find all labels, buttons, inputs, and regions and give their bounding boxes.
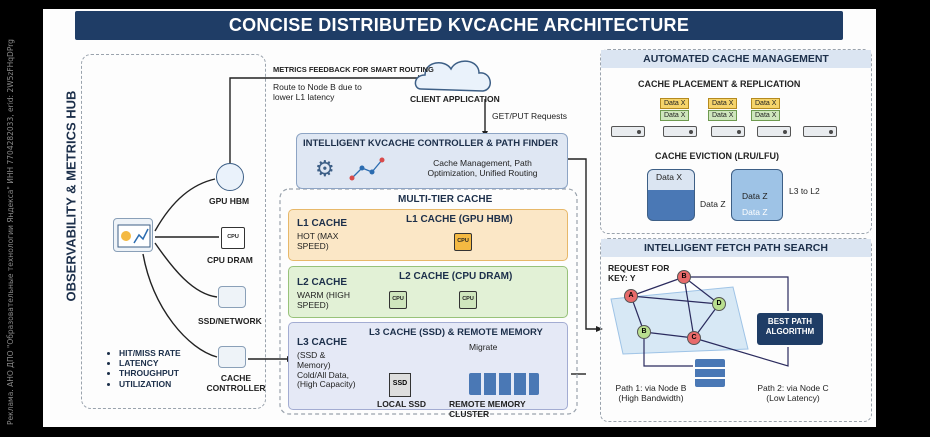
graph-node-c: C: [687, 331, 701, 345]
metric-item: LATENCY: [119, 358, 181, 368]
fetch-path-panel: INTELLIGENT FETCH PATH SEARCH: [600, 238, 872, 422]
cache-controller-label: CACHE CONTROLLER: [206, 373, 266, 393]
data-x-tag: Data X: [660, 98, 690, 109]
graph-node-d: D: [712, 297, 726, 311]
server-node: [611, 126, 645, 137]
cache-cylinder-x: Data X: [647, 169, 695, 221]
l3-tag: L3 CACHE: [297, 337, 348, 348]
gpu-hbm-label: GPU HBM: [209, 196, 250, 206]
l3-cache-tier: L3 CACHE (SSD & Memory) Cold/All Data, (…: [288, 322, 568, 419]
placement-title: CACHE PLACEMENT & REPLICATION: [638, 79, 801, 89]
route-note: Route to Node B due to lower L1 latency: [273, 82, 362, 102]
data-x-tag: Data X: [751, 110, 781, 121]
eviction-title: CACHE EVICTION (LRU/LFU): [655, 151, 779, 161]
graph-node-a: A: [624, 289, 638, 303]
l1-tag: L1 CACHE: [297, 218, 348, 229]
graph-node-b: B: [677, 270, 691, 284]
cpu-dram-icon: CPU: [221, 227, 245, 249]
local-ssd-label: LOCAL SSD: [377, 399, 426, 409]
remote-cluster-icon: [469, 373, 539, 395]
ssd-network-icon: [218, 286, 246, 308]
metric-item: THROUGHPUT: [119, 368, 181, 378]
local-ssd-icon: SSD: [389, 373, 411, 397]
path-network-icon: [349, 157, 385, 181]
metric-item: UTILIZATION: [119, 379, 181, 389]
connector-layer: [142, 60, 603, 415]
client-application-label: CLIENT APPLICATION: [410, 94, 500, 104]
best-path-algorithm: BEST PATH ALGORITHM: [757, 313, 823, 345]
cache-management-title: AUTOMATED CACHE MANAGEMENT: [601, 50, 871, 68]
migrate-label: Migrate: [469, 342, 498, 352]
request-key-label: REQUEST FOR KEY: Y: [608, 263, 670, 283]
cache-controller-icon: [218, 346, 246, 368]
kvcache-controller: INTELLIGENT KVCACHE CONTROLLER & PATH FI…: [296, 133, 568, 189]
l3-sub: (SSD & Memory) Cold/All Data, (High Capa…: [297, 350, 356, 390]
controller-desc: Cache Management, Path Optimization, Uni…: [427, 158, 538, 178]
observability-panel: [81, 54, 266, 409]
diagram-canvas: CONCISE DISTRIBUTED KVCACHE ARCHITECTURE…: [43, 9, 876, 427]
l3-to-l2-label: L3 to L2: [789, 186, 820, 196]
cloud-icon: [414, 60, 491, 92]
ssd-network-label: SSD/NETWORK: [198, 316, 262, 326]
path-2-label: Path 2: via Node C (Low Latency): [757, 383, 829, 403]
page-title: CONCISE DISTRIBUTED KVCACHE ARCHITECTURE: [75, 11, 843, 40]
remote-cluster-label: REMOTE MEMORY CLUSTER: [449, 399, 526, 419]
ad-disclaimer: Реклама. АНО ДПО "Образовательные технол…: [6, 39, 15, 425]
data-x-tag: Data X: [751, 98, 781, 109]
data-z-label: Data Z: [742, 191, 768, 201]
server-node: [757, 126, 791, 137]
l2-title: L2 CACHE (CPU DRAM): [399, 271, 513, 282]
multi-tier-title: MULTI-TIER CACHE: [398, 194, 493, 205]
gpu-chip-icon: CPU: [454, 233, 472, 251]
l2-sub: WARM (HIGH SPEED): [297, 290, 351, 310]
graph-node-b2: B: [637, 325, 651, 339]
server-node: [711, 126, 745, 137]
fetch-graph: [610, 276, 789, 367]
server-node: [663, 126, 697, 137]
cpu-dram-label: CPU DRAM: [207, 255, 253, 265]
data-z-move-label: Data Z: [700, 199, 726, 209]
data-x-tag: Data X: [660, 110, 690, 121]
gpu-hbm-icon: [216, 163, 244, 191]
dashboard-icon: [113, 218, 153, 252]
data-x-label: Data X: [656, 172, 682, 182]
data-x-tag: Data X: [708, 110, 738, 121]
l3-title: L3 CACHE (SSD) & REMOTE MEMORY: [369, 327, 543, 338]
l1-cache-tier: L1 CACHE HOT (MAX SPEED) L1 CACHE (GPU H…: [288, 209, 568, 261]
cpu-chip-icon: CPU: [389, 291, 407, 309]
metric-item: HIT/MISS RATE: [119, 348, 181, 358]
server-node: [803, 126, 837, 137]
server-stack-icon: [695, 359, 725, 387]
l2-cache-tier: L2 CACHE WARM (HIGH SPEED) L2 CACHE (CPU…: [288, 266, 568, 318]
gear-icon: ⚙: [315, 156, 335, 181]
cpu-chip-icon: CPU: [459, 291, 477, 309]
controller-title: INTELLIGENT KVCACHE CONTROLLER & PATH FI…: [303, 138, 559, 149]
data-z-label: Data Z: [742, 207, 768, 217]
requests-label: GET/PUT Requests: [492, 111, 567, 121]
data-x-tag: Data X: [708, 98, 738, 109]
l1-title: L1 CACHE (GPU HBM): [406, 214, 513, 225]
cache-cylinder-z: Data Z Data Z: [731, 169, 783, 221]
fetch-path-title: INTELLIGENT FETCH PATH SEARCH: [601, 239, 871, 257]
l2-tag: L2 CACHE: [297, 277, 348, 288]
metrics-feedback-label: METRICS FEEDBACK FOR SMART ROUTING: [273, 65, 434, 74]
cache-management-panel: AUTOMATED CACHE MANAGEMENT: [600, 49, 872, 234]
l1-sub: HOT (MAX SPEED): [297, 231, 339, 251]
path-1-label: Path 1: via Node B (High Bandwidth): [615, 383, 687, 403]
metrics-list: HIT/MISS RATE LATENCY THROUGHPUT UTILIZA…: [109, 348, 181, 389]
